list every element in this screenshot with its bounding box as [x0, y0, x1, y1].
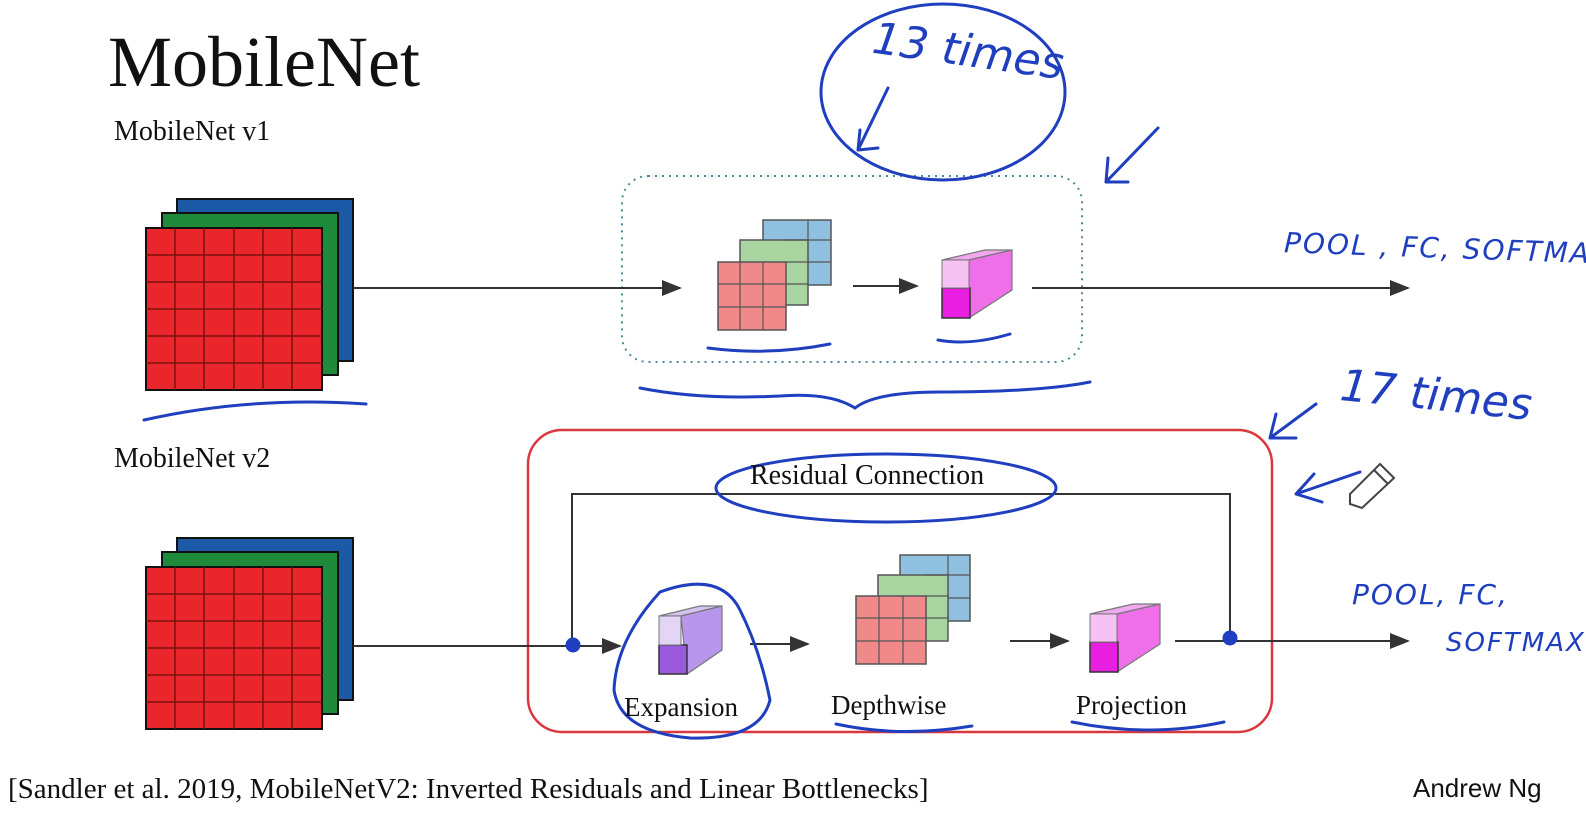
projection-label: Projection: [1076, 690, 1187, 720]
v2-head-note-line2: SOFTMAX: [1446, 628, 1586, 658]
v1-pointwise-filter: [941, 249, 1013, 320]
page-title: MobileNet: [108, 22, 420, 102]
residual-connection-label: Residual Connection: [750, 460, 985, 491]
ink-annotations: [142, 2, 1362, 740]
v2-expansion-filter: [658, 605, 723, 676]
v2-head-note-line1: POOL, FC,: [1352, 578, 1509, 611]
depthwise-label: Depthwise: [831, 690, 947, 720]
v1-input-volume: [145, 198, 354, 391]
expansion-label: Expansion: [624, 692, 738, 722]
v2-projection-filter: [1089, 603, 1161, 674]
citation: [Sandler et al. 2019, MobileNetV2: Inver…: [8, 773, 929, 805]
v1-label: MobileNet v1: [114, 116, 271, 147]
v2-depthwise-filters: [855, 554, 971, 665]
v2-label: MobileNet v2: [114, 443, 271, 474]
v1-depthwise-filters: [717, 219, 832, 331]
v2-input-volume: [145, 537, 354, 730]
author-credit: Andrew Ng: [1413, 773, 1542, 803]
v1-block-outline: [621, 175, 1083, 363]
residual-connection-line: [571, 493, 1231, 645]
pencil-icon: [1349, 462, 1396, 510]
